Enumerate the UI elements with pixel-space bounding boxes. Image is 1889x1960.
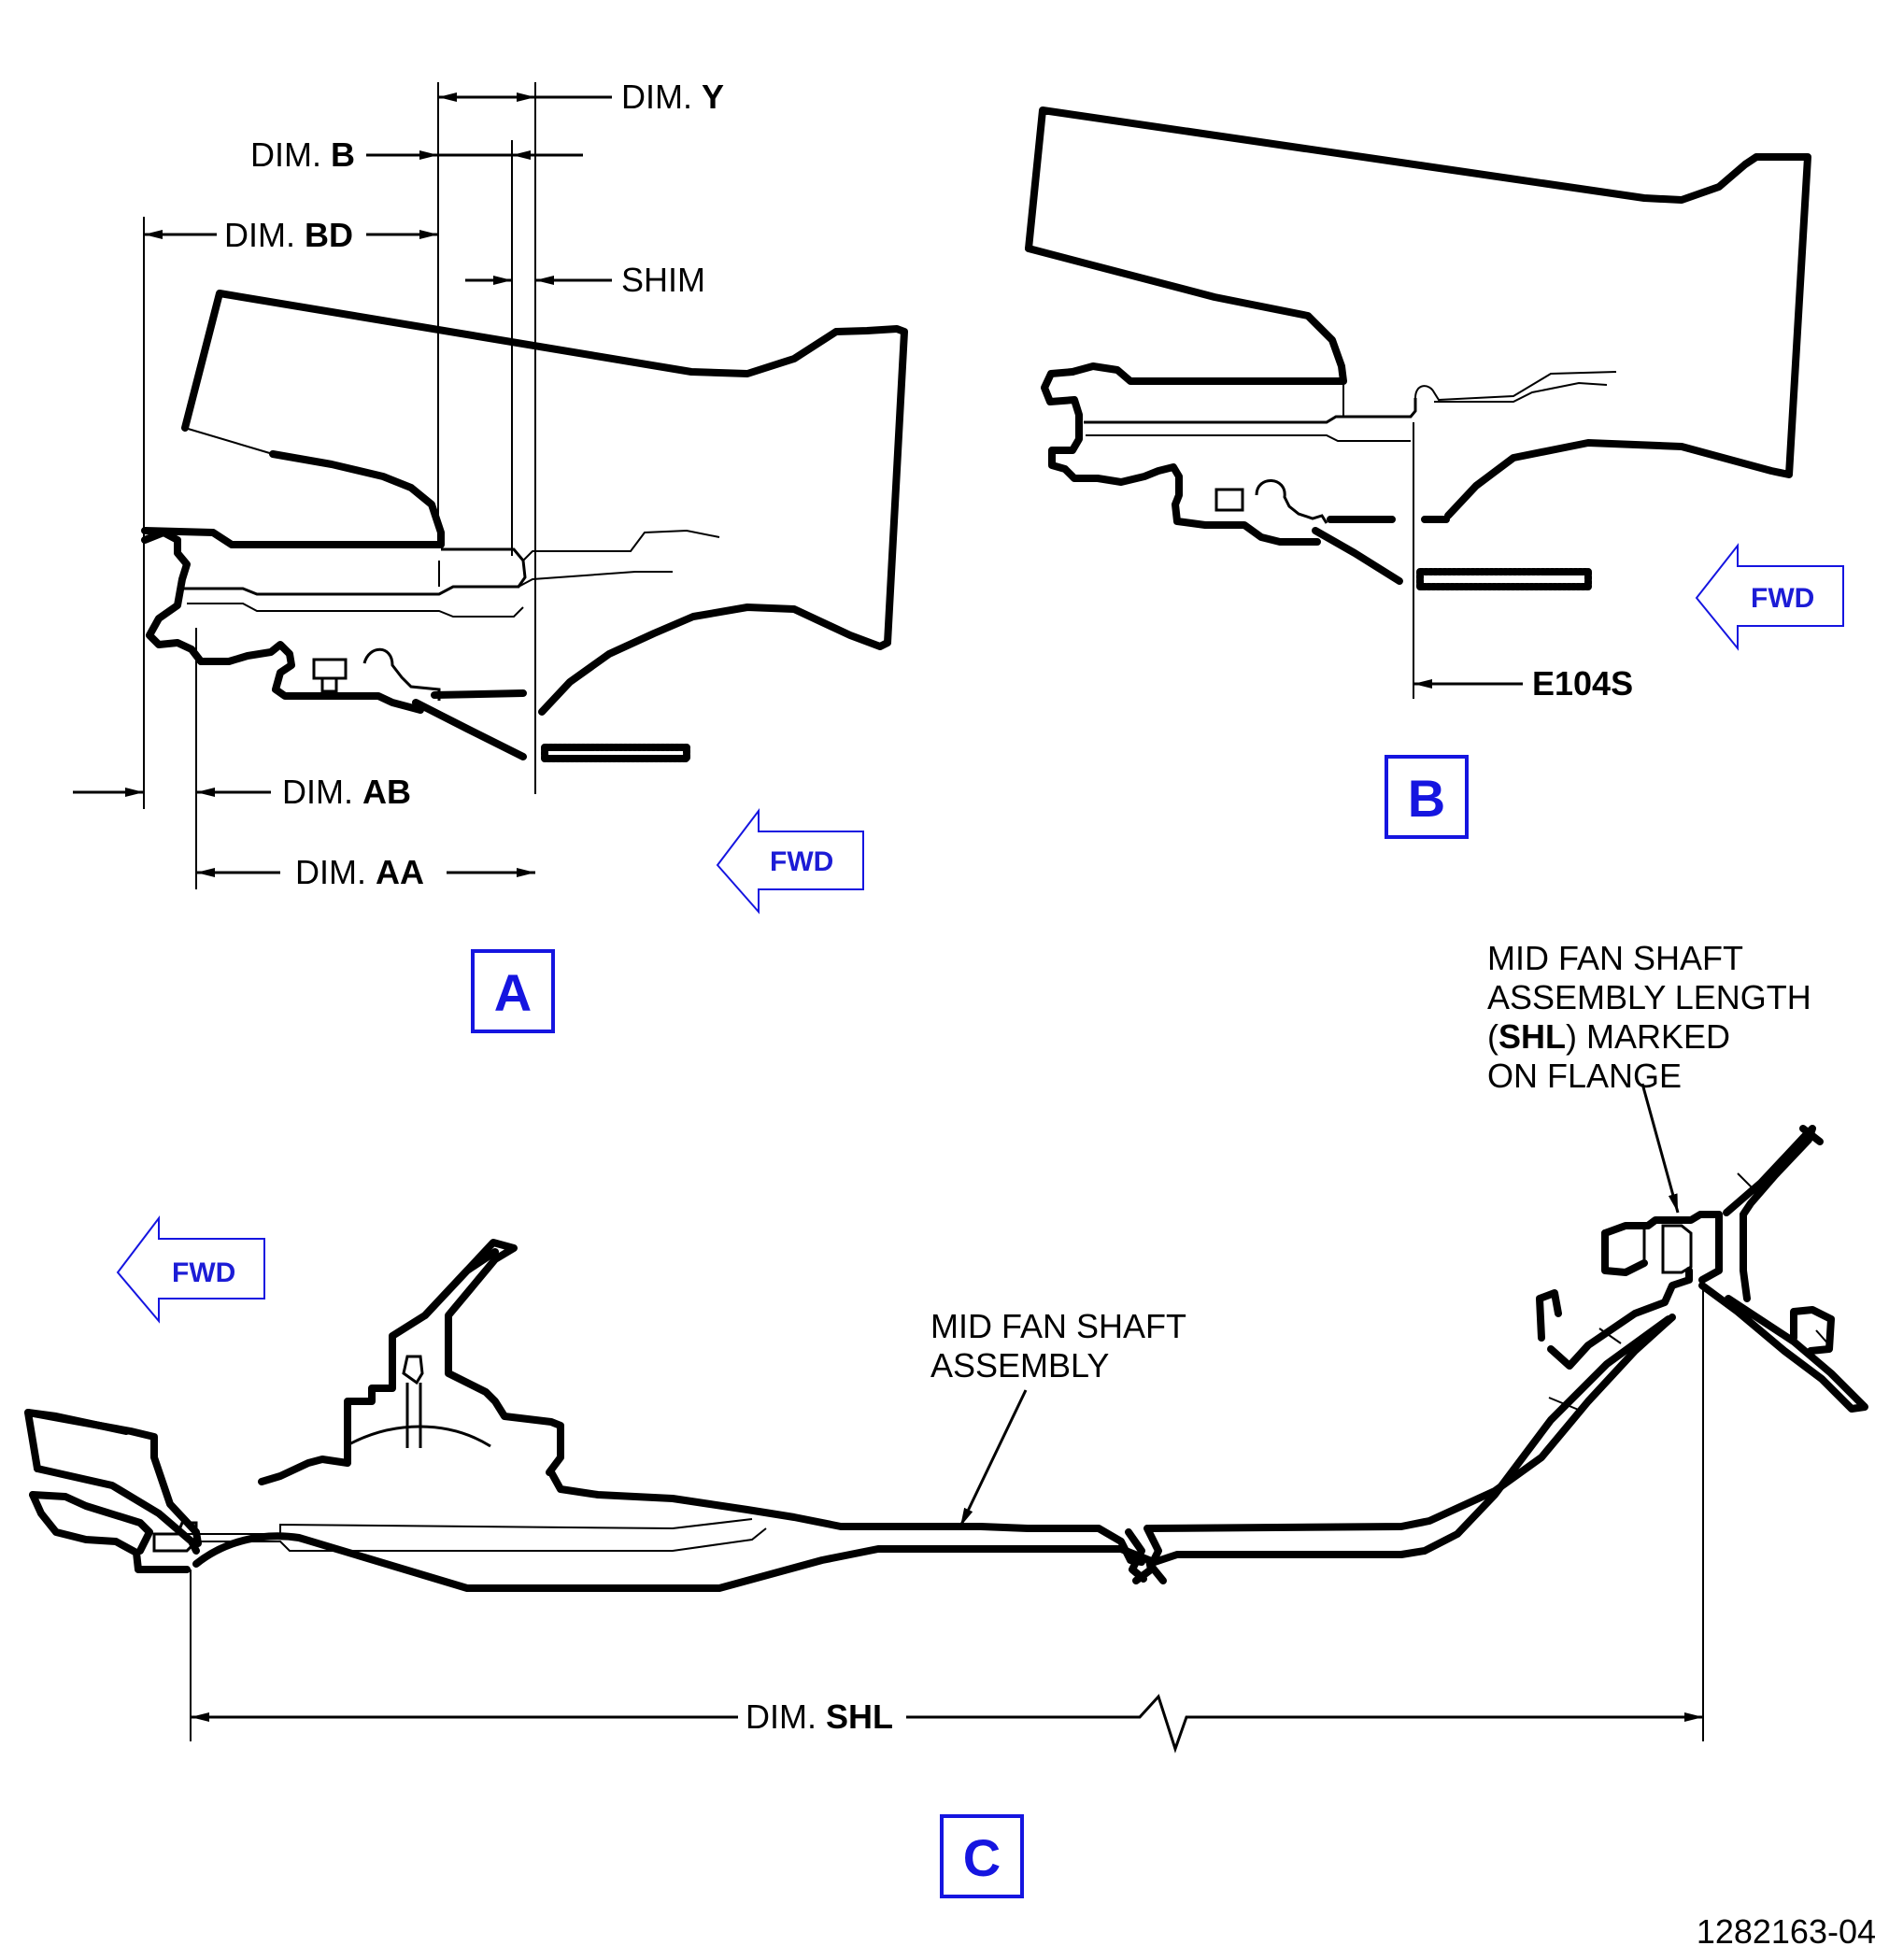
view-a-letter: A (494, 963, 532, 1022)
fwd-arrow-b: FWD (1695, 543, 1844, 651)
dim-aa-label: DIM. AA (295, 853, 424, 891)
dim-y-label: DIM. Y (621, 78, 724, 116)
view-a-dimension-lines (73, 82, 612, 889)
view-b-tag: B (1385, 755, 1469, 839)
dim-b-label: DIM. B (250, 135, 355, 174)
view-a-tag: A (471, 949, 555, 1033)
shim-label: SHIM (621, 261, 705, 299)
view-b-drawing (1025, 107, 1811, 590)
flange-note-line1: MID FAN SHAFT (1487, 939, 1743, 977)
dim-ab-label: DIM. AB (282, 773, 411, 811)
fwd-label-c: FWD (172, 1257, 235, 1288)
dim-shl-label: DIM. SHL (746, 1697, 893, 1736)
view-a-drawing (141, 290, 908, 762)
dim-bd-label: DIM. BD (224, 216, 353, 254)
flange-note-line2: ASSEMBLY LENGTH (1487, 978, 1811, 1016)
fwd-label-a: FWD (770, 846, 833, 877)
view-c-leaders (959, 1083, 1680, 1527)
fwd-arrow-c: FWD (116, 1215, 265, 1324)
assembly-label-line1: MID FAN SHAFT (930, 1307, 1186, 1345)
fwd-arrow-a: FWD (716, 808, 864, 915)
view-c-tag: C (940, 1814, 1024, 1898)
view-b-letter: B (1408, 769, 1445, 828)
dim-shl-line (190, 1289, 1704, 1754)
assembly-label-line2: ASSEMBLY (930, 1346, 1109, 1385)
view-b-reference-line (1413, 422, 1523, 699)
figure-number: 1282163-04 (1697, 1912, 1876, 1951)
flange-note-line4: ON FLANGE (1487, 1057, 1682, 1095)
view-c-letter: C (963, 1828, 1001, 1887)
view-c-drawing (24, 1125, 1868, 1592)
flange-note-line3: (SHL) MARKED (1487, 1017, 1730, 1056)
e104s-label: E104S (1532, 664, 1633, 703)
fwd-label-b: FWD (1751, 583, 1814, 614)
